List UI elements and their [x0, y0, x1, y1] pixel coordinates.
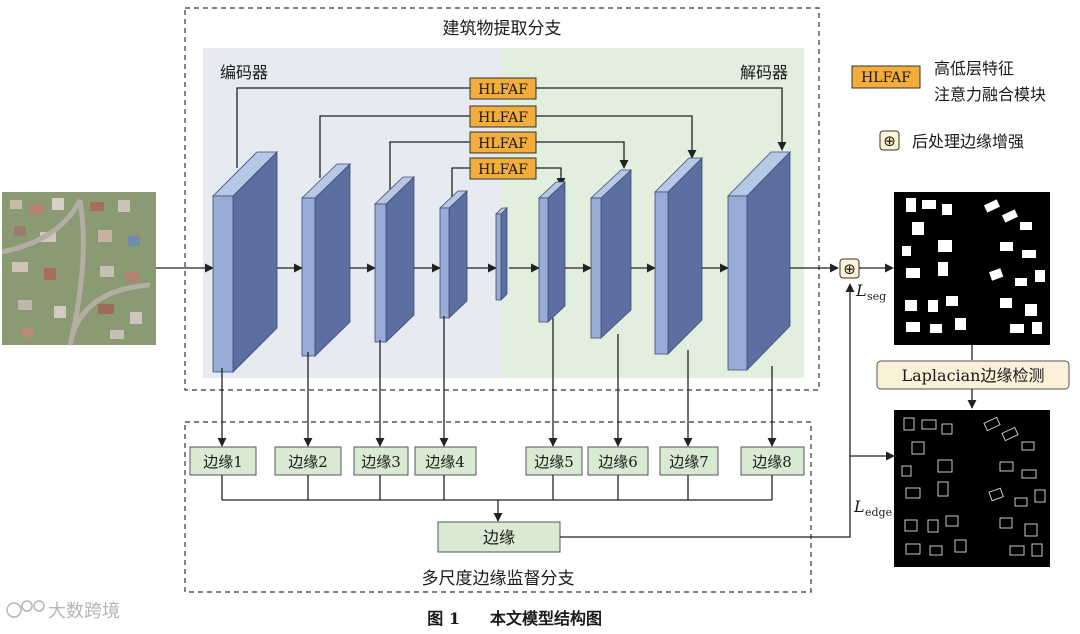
input-aerial-image: [1, 192, 156, 346]
edge-merge-box: 边缘: [437, 521, 561, 553]
svg-text:边缘6: 边缘6: [598, 453, 638, 471]
hlfaf-module-2: HLFAF: [469, 105, 537, 128]
edge-box-4: 边缘4: [414, 446, 477, 476]
svg-text:边缘5: 边缘5: [534, 453, 574, 471]
svg-text:HLFAF: HLFAF: [478, 110, 528, 126]
svg-text:HLFAF: HLFAF: [478, 136, 528, 152]
feature-blocks: [212, 151, 791, 373]
svg-text:L: L: [853, 497, 865, 516]
edge-box-2: 边缘2: [274, 446, 342, 476]
edge-box-6: 边缘6: [587, 446, 649, 476]
laplacian-box: Laplacian边缘检测: [876, 360, 1070, 390]
edge-box-1: 边缘1: [189, 446, 257, 476]
svg-text:边缘1: 边缘1: [203, 453, 243, 471]
svg-text:边缘7: 边缘7: [669, 453, 709, 471]
building-branch-title: 建筑物提取分支: [443, 19, 562, 39]
svg-text:HLFAF: HLFAF: [478, 82, 528, 98]
svg-text:edge: edge: [865, 506, 892, 519]
legend-plus: ⊕ 后处理边缘增强: [879, 130, 1024, 151]
edge-branch-title: 多尺度边缘监督分支: [422, 569, 575, 589]
svg-text:边缘: 边缘: [483, 528, 515, 547]
svg-text:边缘3: 边缘3: [361, 453, 401, 471]
edge-merge-lines: [221, 475, 773, 522]
hlfaf-module-4: HLFAF: [469, 157, 537, 180]
svg-text:本文模型结构图: 本文模型结构图: [490, 609, 602, 628]
legend-hlfaf: HLFAF 高低层特征 注意力融合模块: [851, 59, 1046, 104]
edge-output-image: [894, 410, 1050, 567]
svg-text:Laplacian边缘检测: Laplacian边缘检测: [902, 366, 1045, 385]
edge-branch-frame: [184, 421, 812, 593]
feature-block-1: [212, 151, 278, 373]
feature-block-7: [589, 169, 633, 339]
svg-text:HLFAF: HLFAF: [861, 70, 911, 86]
svg-text:seg: seg: [867, 290, 886, 303]
watermark-logo-icon: [6, 600, 45, 618]
svg-text:图 1: 图 1: [427, 609, 460, 628]
segmentation-output-image: [894, 192, 1050, 345]
svg-text:边缘2: 边缘2: [288, 453, 328, 471]
svg-text:大数跨境: 大数跨境: [48, 601, 120, 622]
feature-block-5: [495, 207, 508, 301]
edge-box-5: 边缘5: [525, 446, 583, 476]
figure-caption: 图 1 本文模型结构图: [427, 609, 602, 628]
edge-box-7: 边缘7: [659, 446, 719, 476]
svg-text:L: L: [855, 281, 867, 300]
hlfaf-module-1: HLFAF: [469, 77, 537, 100]
encoder-label: 编码器: [220, 63, 268, 82]
svg-text:边缘4: 边缘4: [425, 453, 465, 471]
svg-text:⊕: ⊕: [843, 260, 856, 278]
edge-loss-path: [560, 283, 895, 538]
feature-block-6: [537, 181, 567, 323]
feature-block-9: [727, 151, 791, 371]
svg-text:HLFAF: HLFAF: [478, 162, 528, 178]
svg-text:边缘8: 边缘8: [752, 453, 792, 471]
decoder-label: 解码器: [740, 63, 788, 82]
svg-text:注意力融合模块: 注意力融合模块: [934, 85, 1046, 104]
svg-text:后处理边缘增强: 后处理边缘增强: [912, 132, 1024, 151]
edge-loss-label: L edge: [853, 497, 892, 519]
svg-text:⊕: ⊕: [883, 132, 896, 150]
edge-box-3: 边缘3: [353, 446, 409, 476]
svg-text:高低层特征: 高低层特征: [934, 59, 1014, 78]
hlfaf-module-3: HLFAF: [469, 131, 537, 154]
watermark: 大数跨境: [6, 600, 120, 622]
feature-block-8: [654, 157, 703, 355]
feature-block-4: [438, 190, 469, 319]
seg-loss-label: L seg: [855, 281, 886, 303]
feature-block-3: [374, 176, 415, 343]
building-branch-frame: [184, 7, 820, 391]
feature-block-2: [301, 163, 351, 357]
post-process-plus-node: ⊕: [839, 258, 860, 279]
edge-down-arrows: [217, 316, 777, 447]
edge-box-8: 边缘8: [740, 446, 805, 476]
